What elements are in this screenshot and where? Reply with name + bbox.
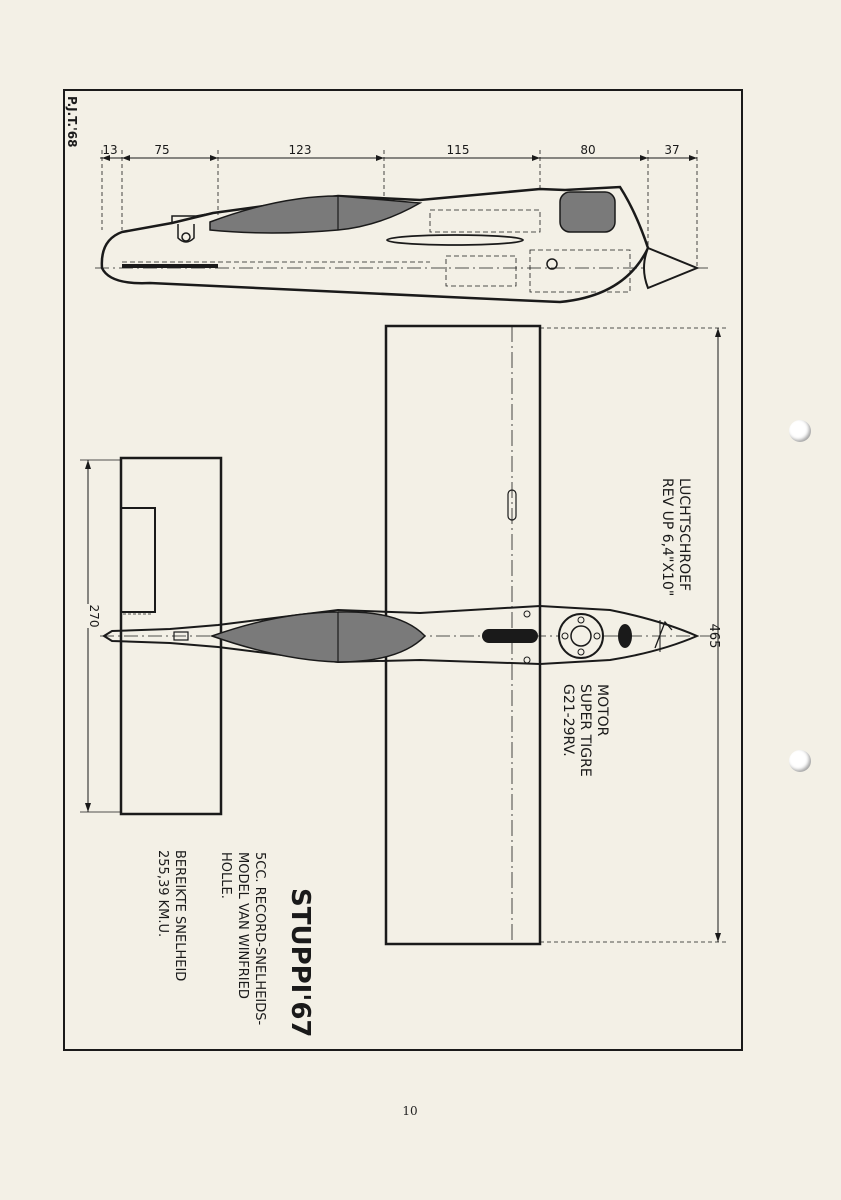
engine-cylinder-head <box>558 613 604 659</box>
side-view: 13 75 123 115 80 37 <box>95 143 708 304</box>
dimension-115: 115 <box>447 143 470 157</box>
propeller-label-line2: REV UP 6,4"X10" <box>659 478 675 596</box>
drafter-initials: P.J.T.'68 <box>65 96 79 147</box>
dimension-80: 80 <box>580 143 595 157</box>
punch-hole-upper <box>789 420 811 442</box>
dimension-123: 123 <box>289 143 312 157</box>
dimension-37: 37 <box>664 143 679 157</box>
motor-label-line2: SUPER TIGRE <box>577 684 593 777</box>
motor-label-line3: G21-29RV. <box>560 684 576 757</box>
top-view-pod <box>209 611 427 663</box>
model-title: STUPPI'67 <box>285 888 315 1038</box>
side-engine <box>559 191 616 233</box>
top-view-fuselage <box>100 604 712 666</box>
tail-span-dimension: 270 <box>87 605 101 628</box>
motor-label-line1: MOTOR <box>594 684 610 737</box>
dimension-13: 13 <box>102 143 117 157</box>
propeller-label-line1: LUCHTSCHROEF <box>676 478 692 591</box>
speed-line1: BEREIKTE SNELHEID <box>172 850 187 981</box>
description-line3: HOLLE. <box>218 852 233 899</box>
wingspan-dimension: 465 <box>706 624 721 649</box>
main-wing: 465 <box>384 324 726 946</box>
description-line1: 5CC. RECORD-SNELHEIDS- <box>252 852 267 1025</box>
punch-hole-lower <box>789 750 811 772</box>
top-view-canopy <box>482 629 538 643</box>
speed-line2: 255,39 KM.U. <box>155 850 170 937</box>
page-number: 10 <box>402 1104 418 1118</box>
side-spinner <box>643 246 700 290</box>
drawing-frame <box>63 89 743 1051</box>
dimension-75: 75 <box>154 143 169 157</box>
side-pod <box>209 195 423 234</box>
description-line2: MODEL VAN WINFRIED <box>235 852 250 999</box>
